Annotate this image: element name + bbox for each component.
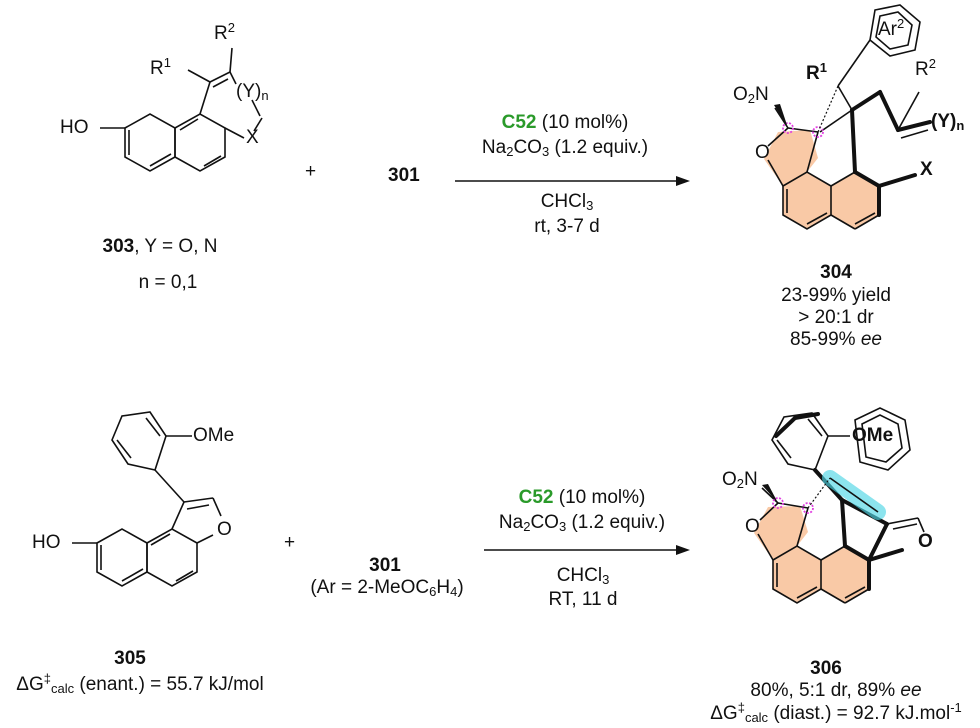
- atom-r2-304: R2: [915, 56, 936, 80]
- conditions-catalyst-bottom: C52 (10 mol%): [518, 487, 646, 508]
- atom-ome-306: OMe: [852, 425, 894, 446]
- plus-top: +: [305, 161, 317, 182]
- dg-306: ΔG‡calc (diast.) = 92.7 kJ.mol-1: [710, 700, 962, 725]
- result-dr-304: > 20:1 dr: [798, 307, 874, 328]
- label-305: 305: [114, 648, 146, 669]
- reaction-arrow-bottom: [484, 545, 690, 555]
- conditions-base-top: Na2CO3 (1.2 equiv.): [481, 137, 649, 159]
- atom-r1-303: R1: [150, 55, 171, 79]
- atom-o-304: O: [755, 142, 770, 163]
- conditions-base-bottom: Na2CO3 (1.2 equiv.): [498, 512, 666, 534]
- atom-y-304: (Y)n: [931, 111, 965, 133]
- atom-x-303: X: [246, 127, 259, 148]
- label-306: 306: [810, 658, 842, 679]
- atom-o2n-304: O2N: [733, 84, 769, 106]
- atom-o-305: O: [217, 519, 232, 540]
- atom-x-304: X: [920, 159, 933, 180]
- conditions-time-top: rt, 3-7 d: [534, 216, 600, 237]
- conditions-catalyst-top: C52 (10 mol%): [501, 112, 629, 133]
- structure-303: [100, 47, 263, 172]
- result-yield-304: 23-99% yield: [781, 285, 891, 306]
- atom-o-306: O: [745, 516, 760, 537]
- result-ee-304: 85-99% ee: [790, 329, 882, 350]
- structure-306: [754, 407, 925, 604]
- label-301-note: (Ar = 2-MeOC6H4): [310, 577, 464, 599]
- conditions-solvent-top: CHCl3: [540, 191, 594, 213]
- structure-304: [764, 4, 932, 230]
- atom-r2-303: R2: [214, 20, 235, 44]
- result-306: 80%, 5:1 dr, 89% ee: [750, 680, 922, 701]
- atom-ome-305: OMe: [193, 425, 235, 446]
- reaction-arrow-top: [455, 176, 690, 186]
- plus-bottom: +: [284, 532, 296, 553]
- label-303: 303, Y = O, N: [102, 236, 218, 257]
- structure-305: [72, 411, 222, 587]
- label-303-n: n = 0,1: [138, 272, 198, 293]
- atom-o2n-306: O2N: [722, 469, 758, 491]
- atom-y-303: (Y)n: [236, 81, 269, 103]
- label-301-bottom: 301: [369, 555, 401, 576]
- label-301-top: 301: [388, 165, 420, 186]
- dg-305: ΔG‡calc (enant.) = 55.7 kJ/mol: [16, 671, 264, 696]
- atom-o-furan-306: O: [918, 531, 933, 552]
- conditions-time-bottom: RT, 11 d: [548, 589, 618, 610]
- atom-ho-303: HO: [60, 117, 89, 138]
- atom-r1-304: R1: [806, 60, 827, 84]
- conditions-solvent-bottom: CHCl3: [556, 565, 610, 587]
- label-304: 304: [820, 262, 852, 283]
- atom-ho-305: HO: [32, 532, 61, 553]
- atom-ar2-304: Ar2: [878, 16, 905, 40]
